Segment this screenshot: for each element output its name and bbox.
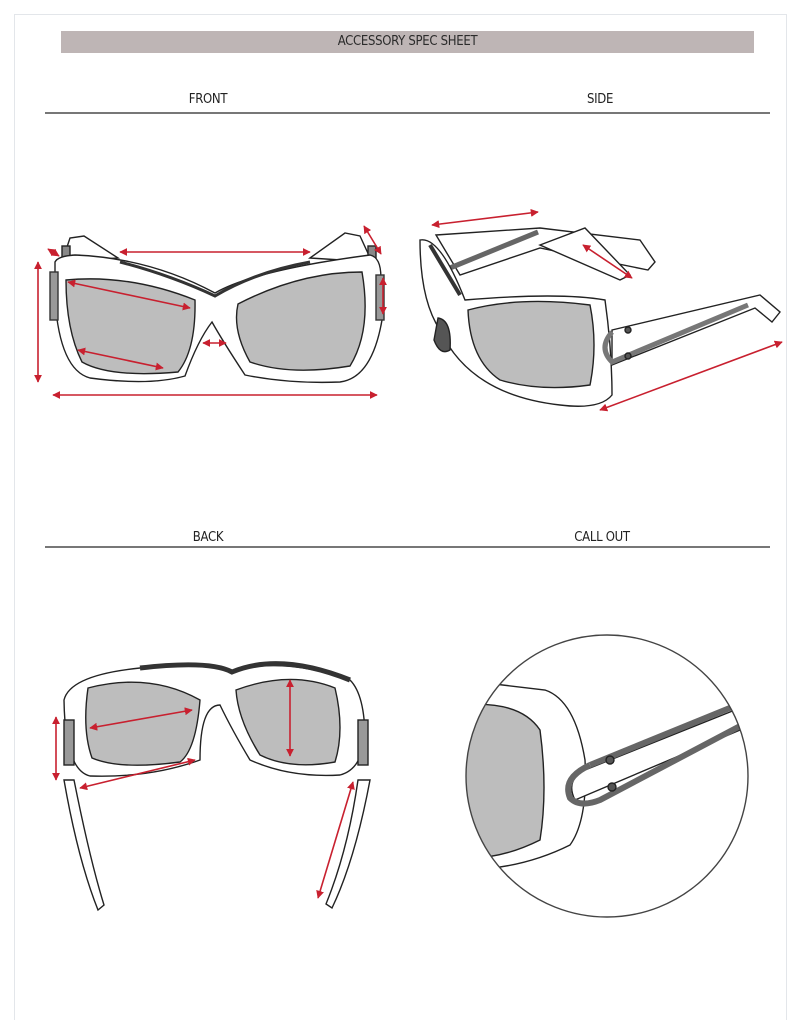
back-view-drawing: [63, 661, 371, 912]
back-left-lens: [85, 681, 201, 766]
view-label-side: SIDE: [586, 92, 614, 107]
callout-lens: [466, 703, 545, 859]
page-title: ACCESSORY SPEC SHEET: [61, 31, 754, 53]
callout-detail-drawing: [465, 634, 749, 918]
front-left-lens: [65, 278, 196, 375]
side-lens: [467, 300, 595, 389]
side-dimension-arrows: [431, 208, 783, 412]
back-dimension-arrows: [52, 679, 355, 899]
front-right-lens: [235, 271, 366, 371]
callout-magnifier-circle: [465, 634, 749, 918]
front-view-drawing: [49, 232, 385, 384]
front-dimension-arrows: [34, 225, 387, 399]
view-label-callout: CALL OUT: [574, 530, 630, 545]
section-divider-top: [45, 112, 770, 114]
view-label-front: FRONT: [188, 92, 228, 107]
section-divider-bottom: [45, 546, 770, 548]
view-label-back: BACK: [192, 530, 224, 545]
side-view-drawing: [419, 227, 781, 407]
page-frame: [14, 14, 787, 1020]
